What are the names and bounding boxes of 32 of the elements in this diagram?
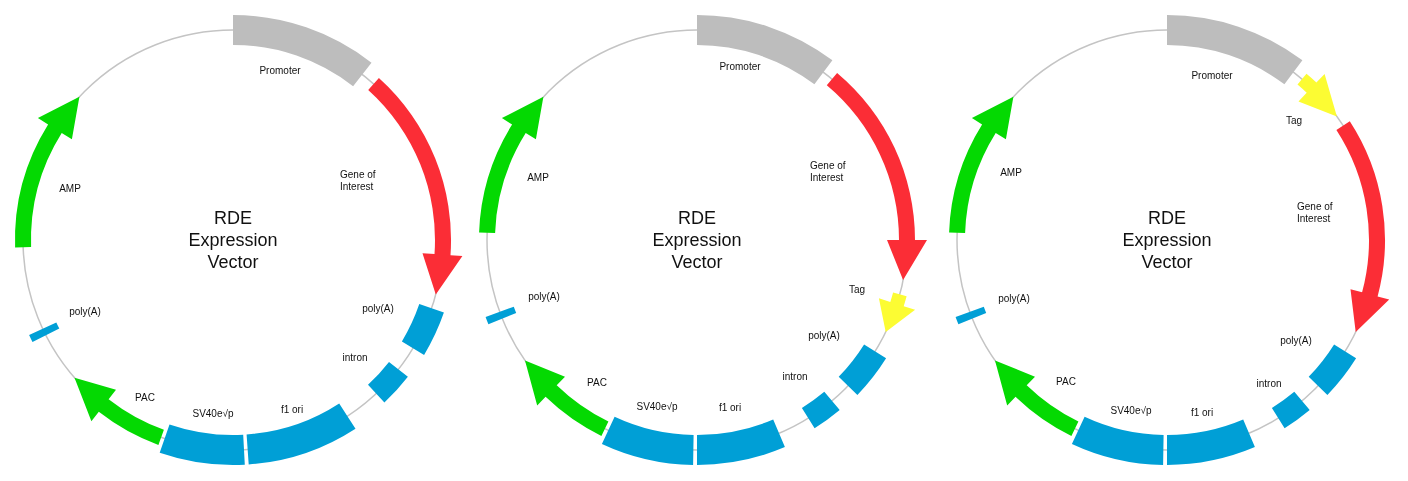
feature-label: Promoter	[719, 61, 761, 73]
feature-label: intron	[1256, 378, 1282, 390]
feature-label: poly(A)	[998, 293, 1030, 305]
feature-label: poly(A)	[528, 291, 560, 303]
feature-label: AMP	[527, 172, 549, 184]
feature-label: SV40e√p	[636, 401, 678, 413]
feature-label: f1 ori	[280, 404, 304, 416]
vector-title: RDE Expression Vector	[651, 207, 743, 273]
feature-label: PAC	[135, 392, 155, 404]
feature-label: Gene of Interest	[340, 169, 396, 193]
feature-label: Tag	[848, 284, 866, 296]
feature-label: f1 ori	[1190, 407, 1214, 419]
feature-label: intron	[342, 352, 368, 364]
feature-label: AMP	[59, 183, 81, 195]
feature-label: AMP	[1000, 167, 1022, 179]
feature-label: Gene of Interest	[810, 160, 866, 184]
feature-label: poly(A)	[69, 306, 101, 318]
vector-title: RDE Expression Vector	[1121, 207, 1213, 273]
feature-label: SV40e√p	[192, 408, 234, 420]
feature-label: Promoter	[259, 65, 301, 77]
feature-label: Gene of Interest	[1297, 201, 1353, 225]
feature-label: poly(A)	[808, 330, 840, 342]
feature-label: poly(A)	[362, 303, 394, 315]
feature-label: f1 ori	[718, 402, 742, 414]
feature-label: intron	[782, 371, 808, 383]
feature-label: poly(A)	[1280, 335, 1312, 347]
vector-title: RDE Expression Vector	[187, 207, 279, 273]
feature-label: SV40e√p	[1110, 405, 1152, 417]
feature-label: PAC	[1056, 376, 1076, 388]
feature-label: PAC	[587, 377, 607, 389]
feature-label: Promoter	[1191, 70, 1233, 82]
feature-label: Tag	[1285, 115, 1303, 127]
